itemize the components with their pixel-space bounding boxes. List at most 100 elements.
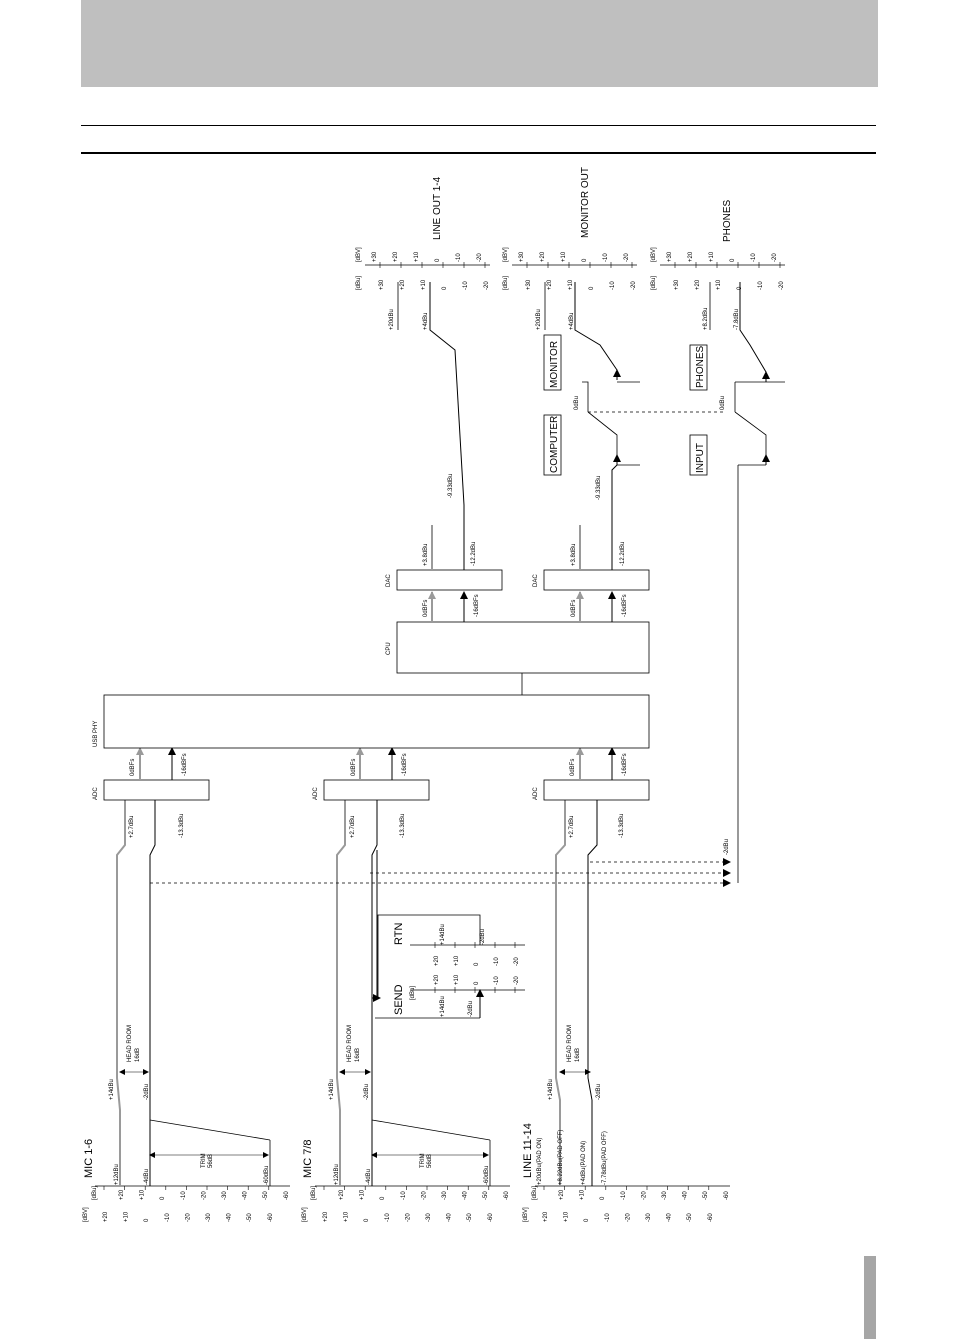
tick-dbv: +10 <box>344 1211 350 1222</box>
dac1-out-hi: +3.8dBu <box>423 543 429 566</box>
tick-dbu: +20 <box>339 1189 345 1200</box>
tick-dbv: -10 <box>603 253 609 262</box>
tick-dbv: -10 <box>456 253 462 262</box>
monitor-selector: COMPUTER MONITOR 0dBu <box>543 282 725 476</box>
tick-dbv: +20 <box>103 1211 109 1222</box>
scale-label-dbv: [dBV] <box>83 1207 89 1222</box>
tick-dbv: +10 <box>561 251 567 262</box>
tick-dbu: -10 <box>621 1191 627 1200</box>
tick-dbv: -40 <box>227 1213 233 1222</box>
send-max: +14dBu <box>440 996 446 1017</box>
tick-dbu: +10 <box>360 1189 366 1200</box>
tick-dbu: -20 <box>201 1191 207 1200</box>
tick-dbv: -40 <box>667 1213 673 1222</box>
tick-dbu: -60 <box>284 1191 290 1200</box>
lineout-nom: +4dBu <box>423 312 429 330</box>
mic78-min: +12dBu <box>334 1164 340 1185</box>
output-scale-monitor: [dBu] [dBV] MONITOR OUT +20dBu +4dBu <box>503 167 637 330</box>
tick-dbv: 0 <box>364 1218 370 1222</box>
output-scale-phones: [dBu] [dBV] PHONES +8.2dBu -7.8dBu <box>651 199 785 330</box>
out-scale-dbv: [dBV] <box>651 247 657 262</box>
tick-dbv: -50 <box>247 1213 253 1222</box>
mic78-max: +14dBu <box>329 1079 335 1100</box>
phones-nom: -7.8dBu <box>734 309 740 330</box>
rtn-title: RTN <box>393 923 405 945</box>
header-rule-thick <box>81 152 876 154</box>
sel-phones: PHONES <box>695 345 706 388</box>
input-scale-mic16: [dBV] [dBu] <box>83 1185 290 1222</box>
dac2-out-hi: +3.8dBu <box>571 543 577 566</box>
mic78-title: MIC 7/8 <box>302 1139 314 1178</box>
tick-dbu: -10 <box>463 281 469 290</box>
sel-input: INPUT <box>695 443 706 473</box>
tick-send: -20 <box>514 976 520 985</box>
tick-dbu: -30 <box>442 1191 448 1200</box>
tick-dbu: 0 <box>160 1196 166 1200</box>
tick-dbv: -20 <box>185 1213 191 1222</box>
tick-dbu: -20 <box>779 281 785 290</box>
tick-rtn: -20 <box>514 957 520 966</box>
mic16-trim-low: -60dBu <box>264 1166 270 1185</box>
tick-dbu: 0 <box>442 286 448 290</box>
line-max-nom: -2dBu <box>596 1084 602 1100</box>
monitorout-title: MONITOR OUT <box>580 167 591 238</box>
tick-rtn: +20 <box>434 955 440 966</box>
mic78-adc-label: ADC <box>313 787 319 800</box>
monitor-mid: -9.33dBu <box>596 476 602 500</box>
tick-rtn: -10 <box>494 957 500 966</box>
rtn-nom: -2dBu <box>480 929 486 945</box>
scale-label-dbu: [dBu] <box>311 1186 317 1200</box>
lineout-title: LINE OUT 1-4 <box>432 176 443 240</box>
tick-dbv: 0 <box>435 258 441 262</box>
mic16-trim: TRIM <box>201 1153 207 1168</box>
tick-dbu: +10 <box>716 279 722 290</box>
mic16-min: +12dBu <box>114 1164 120 1185</box>
scale-label-dbu: [dBu] <box>92 1186 98 1200</box>
dac1-label: DAC <box>386 574 392 587</box>
sel-computer: COMPUTER <box>549 416 560 473</box>
scale-label-dbu: [dBu] <box>532 1186 538 1200</box>
mic78-trim-val: 56dB <box>427 1154 433 1168</box>
computer-sel-box <box>543 414 562 476</box>
tick-dbu: +20 <box>547 279 553 290</box>
mic16-adc-label: ADC <box>93 787 99 800</box>
mic78-headroom: HEAD ROOM <box>347 1025 353 1062</box>
tick-dbv: +30 <box>519 251 525 262</box>
tick-dbv: -30 <box>206 1213 212 1222</box>
tick-dbu: -20 <box>421 1191 427 1200</box>
mic16-channel: MIC 1-6 +12dBu -4dBu -60dBu TRIM 56dB +1… <box>83 747 271 1186</box>
tick-dbu: 0 <box>589 286 595 290</box>
tick-dbv: -10 <box>605 1213 611 1222</box>
tick-dbv: -30 <box>426 1213 432 1222</box>
line-channel: LINE 11-14 +20dBu(PAD ON) +8.22dBu(PAD O… <box>522 747 650 1186</box>
dac2-in-hi: 0dBFs <box>571 600 577 617</box>
mic78-trim: TRIM <box>420 1153 426 1168</box>
tick-dbu: +10 <box>140 1189 146 1200</box>
line-title: LINE 11-14 <box>522 1123 534 1178</box>
input-scale-mic78: [dBV] [dBu] <box>302 1185 510 1222</box>
usb-phy-box <box>103 694 650 749</box>
tick-dbu: -10 <box>401 1191 407 1200</box>
tick-send: -10 <box>494 976 500 985</box>
tick-dbu: -40 <box>683 1191 689 1200</box>
mic78-channel: MIC 7/8 +12dBu -4dBu -60dBu TRIM 56dB +1… <box>302 747 491 1186</box>
tick-dbv: +30 <box>372 251 378 262</box>
out-scale-dbu: [dBu] <box>503 276 509 290</box>
mic78-headroom-val: 16dB <box>355 1048 361 1062</box>
tick-dbu: +20 <box>119 1189 125 1200</box>
monitor-zero: 0dBu <box>574 396 580 410</box>
tick-dbv: +10 <box>124 1211 130 1222</box>
send-rtn-block: SEND RTN [dBu] +14dBu -2dBu +14dBu -2dBu <box>372 850 525 1019</box>
mic16-adc-out-lo: -16dBFs <box>182 753 188 776</box>
tick-dbu: -40 <box>243 1191 249 1200</box>
monitorout-nom: +4dBu <box>569 312 575 330</box>
line-bottom: -7.78dBu(PAD OFF) <box>602 1131 608 1185</box>
out-scale-dbu: [dBu] <box>651 276 657 290</box>
dac1-in-hi: 0dBFs <box>423 600 429 617</box>
tick-dbu: -20 <box>631 281 637 290</box>
tick-dbv: -20 <box>405 1213 411 1222</box>
usb-phy-label: USB PHY <box>93 721 99 747</box>
tick-dbu: -10 <box>758 281 764 290</box>
tick-dbv: -50 <box>687 1213 693 1222</box>
